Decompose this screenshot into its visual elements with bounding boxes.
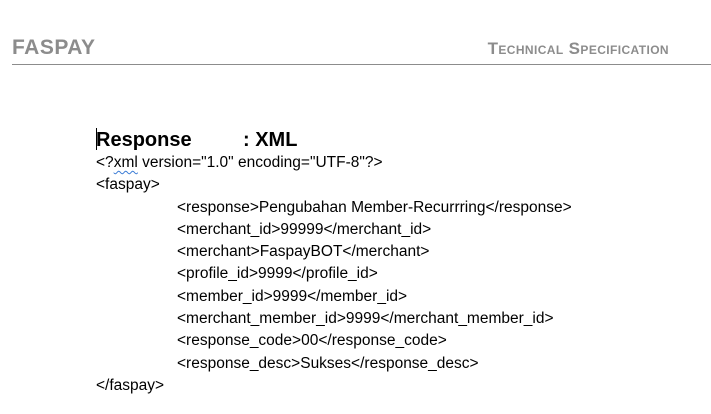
xml-element-line: <response>Pengubahan Member-Recurrring</… [177, 198, 572, 216]
text-cursor [96, 128, 97, 150]
xml-decl-prefix: <? [96, 154, 114, 171]
document-body[interactable]: Response : XML <?xml version="1.0" encodi… [96, 128, 696, 397]
section-label: Response [96, 129, 192, 151]
document-title: Technical Specification [487, 39, 669, 58]
spellcheck-flagged-word[interactable]: xml [113, 154, 138, 171]
xml-element-line: <profile_id>9999</profile_id> [177, 265, 378, 283]
xml-element-line: <merchant>FaspayBOT</merchant> [177, 243, 430, 261]
xml-element-line: <member_id>9999</member_id> [177, 287, 408, 305]
header-divider [12, 64, 711, 65]
xml-element-line: <response_desc>Sukses</response_desc> [177, 354, 479, 372]
xml-root-open: <faspay> [96, 176, 160, 194]
xml-element-line: <response_code>00</response_code> [177, 332, 447, 350]
xml-element-line: <merchant_id>99999</merchant_id> [177, 220, 432, 238]
xml-element-line: <merchant_member_id>9999</merchant_membe… [177, 310, 554, 328]
xml-decl-rest: version="1.0" encoding="UTF-8"?> [137, 154, 383, 171]
section-format: : XML [243, 129, 298, 151]
section-heading: Response : XML [96, 128, 696, 152]
page-header: FASPAY Technical Specification [0, 0, 711, 66]
brand-name: FASPAY [12, 36, 96, 59]
xml-declaration: <?xml version="1.0" encoding="UTF-8"?> [96, 152, 696, 174]
xml-root-close: </faspay> [96, 376, 165, 394]
